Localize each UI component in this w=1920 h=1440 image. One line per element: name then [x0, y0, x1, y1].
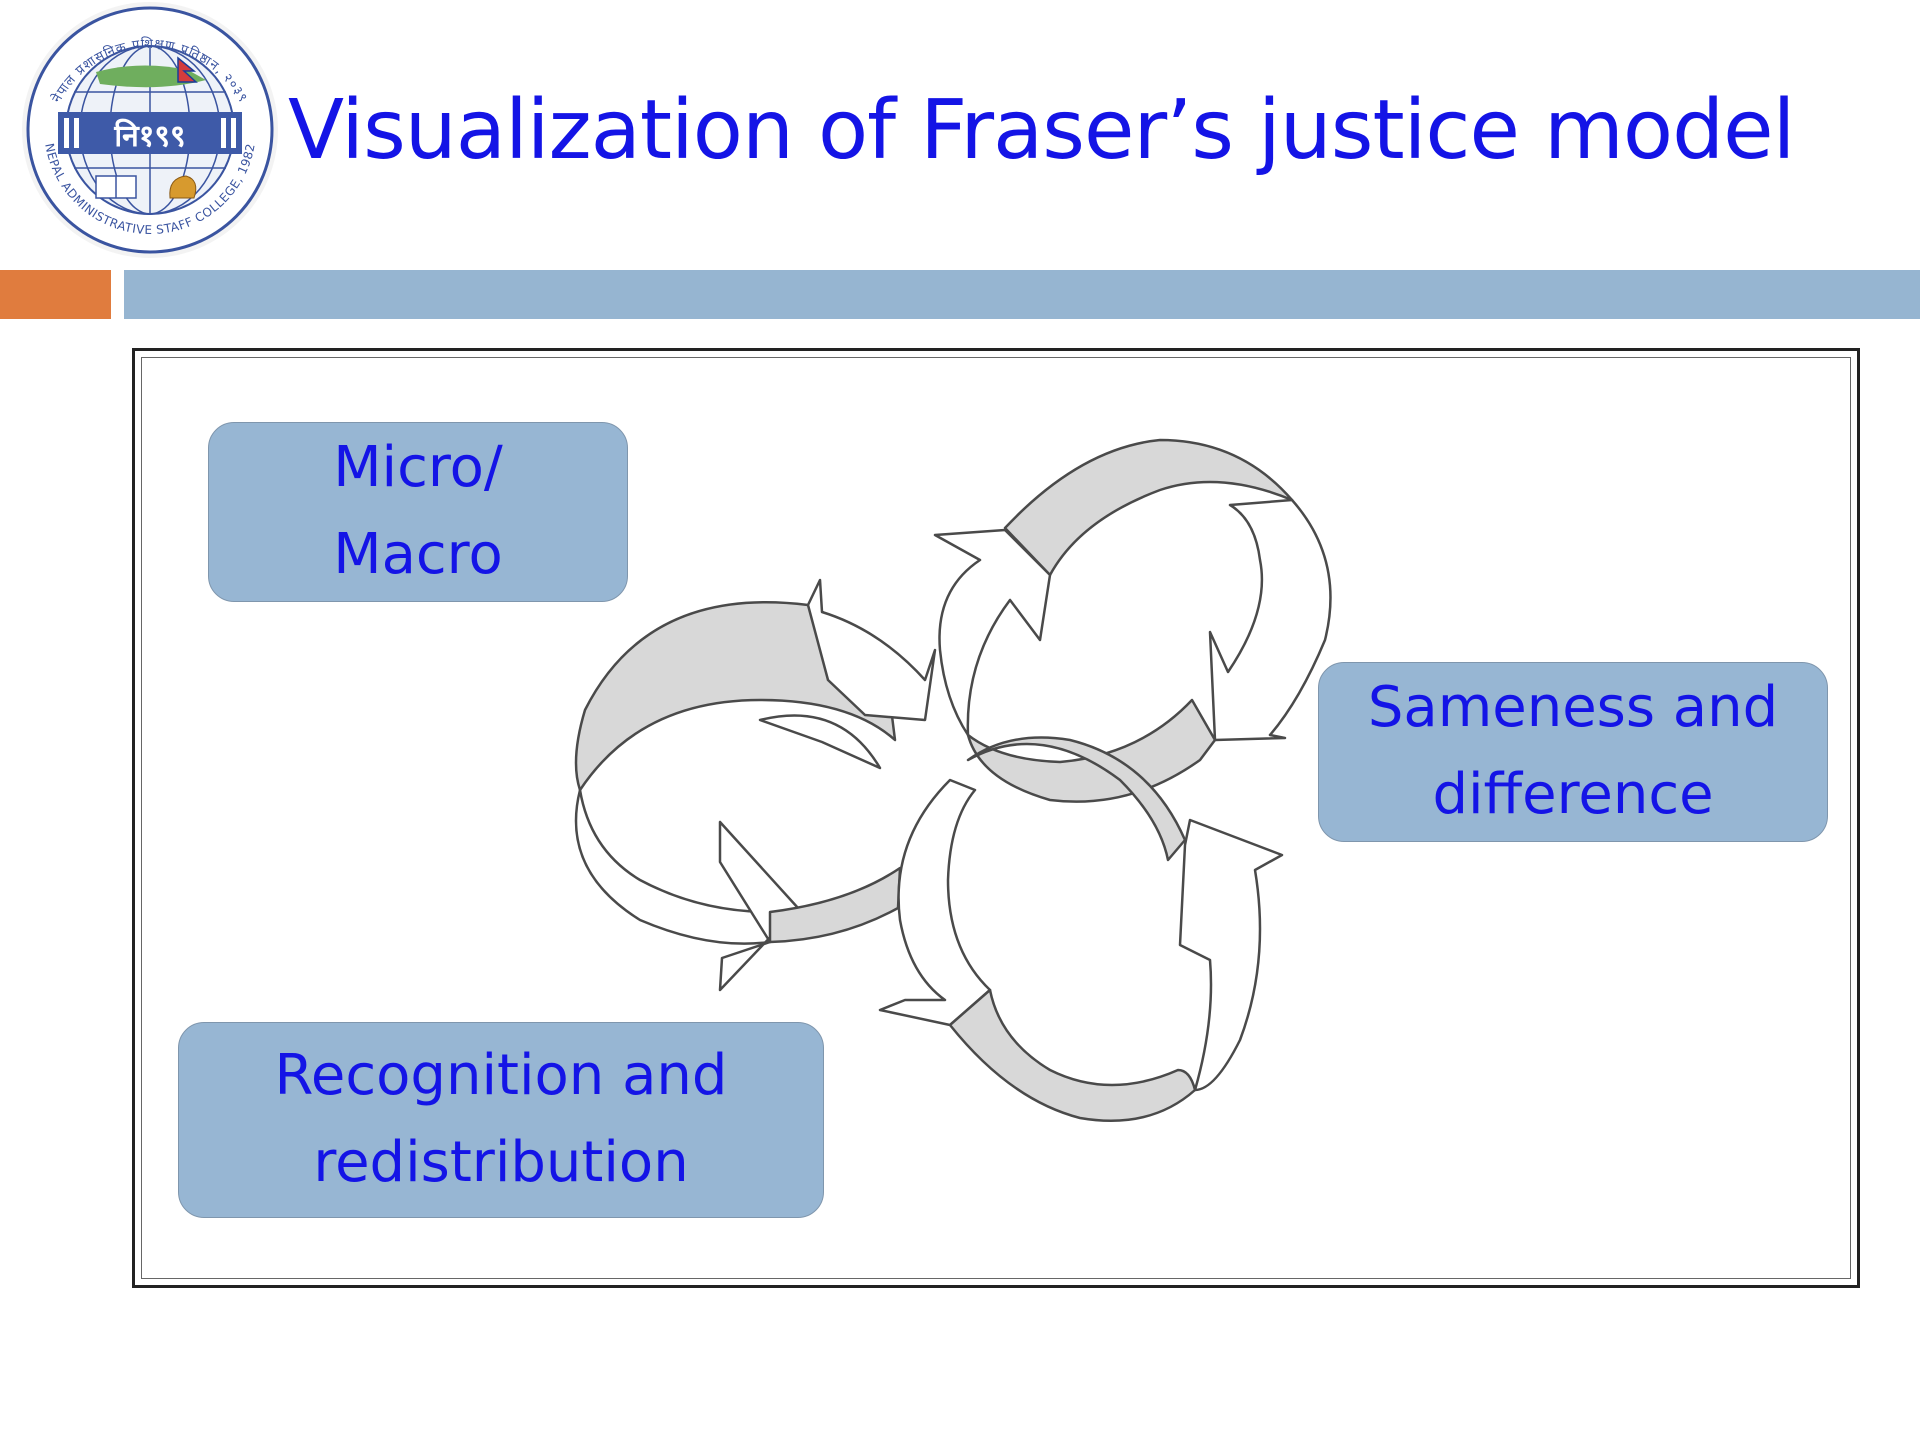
lower-cycle-arrow	[878, 736, 1284, 1122]
label-recognition-line1: Recognition and	[274, 1043, 728, 1109]
label-micro-macro-line2: Macro	[333, 522, 503, 587]
label-micro-macro: Micro/ Macro	[208, 422, 628, 602]
label-micro-macro-line1: Micro/	[333, 435, 503, 501]
label-sameness-line2: difference	[1432, 762, 1714, 827]
label-recognition-line2: redistribution	[313, 1130, 689, 1195]
accent-bar-blue	[124, 270, 1920, 319]
college-logo: नि१९९ नेपाल प्रशासनिक प्रशिक्षण प्रतिष्ठ…	[22, 2, 278, 258]
logo-center-text: नि१९९	[113, 118, 185, 154]
left-cycle-arrow	[574, 578, 937, 992]
label-sameness-line1: Sameness and	[1367, 675, 1779, 741]
upper-cycle-arrow	[933, 438, 1332, 803]
label-recognition-redistribution: Recognition and redistribution	[178, 1022, 824, 1218]
accent-bar-orange	[0, 270, 111, 319]
label-sameness-difference: Sameness and difference	[1318, 662, 1828, 842]
slide-title: Visualization of Fraser’s justice model	[288, 83, 1795, 178]
